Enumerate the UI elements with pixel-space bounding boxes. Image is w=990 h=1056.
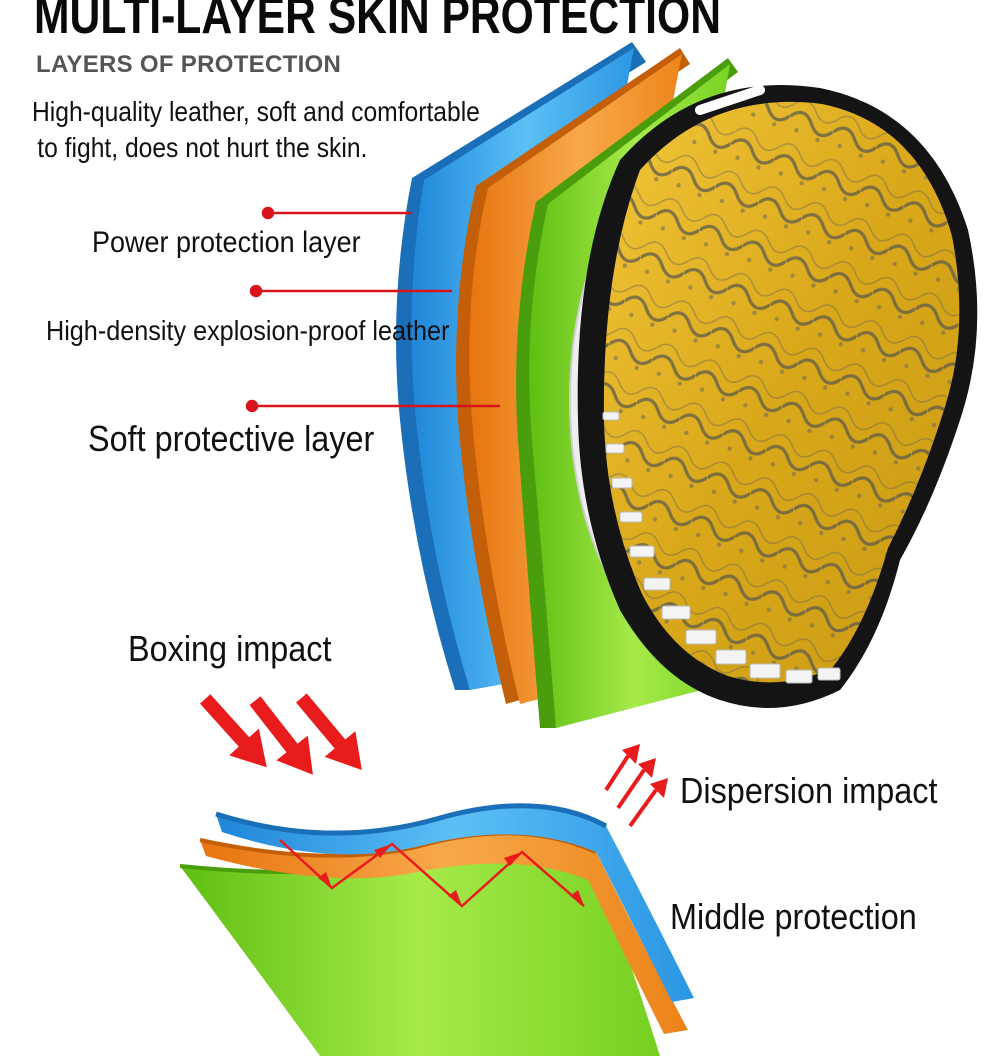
- middle-protection-label: Middle protection: [670, 896, 917, 937]
- power-protection-label: Power protection layer: [92, 226, 361, 259]
- lower-layers: [179, 803, 694, 1056]
- dispersion-arrows: [604, 744, 668, 828]
- soft-protective-label: Soft protective layer: [88, 418, 375, 459]
- description-line-1: High-quality leather, soft and comfortab…: [32, 96, 480, 127]
- description-line-2: to fight, does not hurt the skin.: [37, 132, 368, 163]
- focus-pad-image: [569, 85, 978, 708]
- page-title: MULTI-LAYER SKIN PROTECTION: [34, 0, 721, 45]
- pointer-lines: [245, 206, 500, 413]
- dispersion-impact-label: Dispersion impact: [680, 770, 938, 811]
- boxing-impact-label: Boxing impact: [128, 628, 332, 669]
- page-subtitle: LAYERS OF PROTECTION: [36, 51, 342, 78]
- high-density-leather-label: High-density explosion-proof leather: [46, 315, 450, 346]
- boxing-impact-arrows: [199, 693, 362, 775]
- description: High-quality leather, soft and comfortab…: [32, 94, 480, 166]
